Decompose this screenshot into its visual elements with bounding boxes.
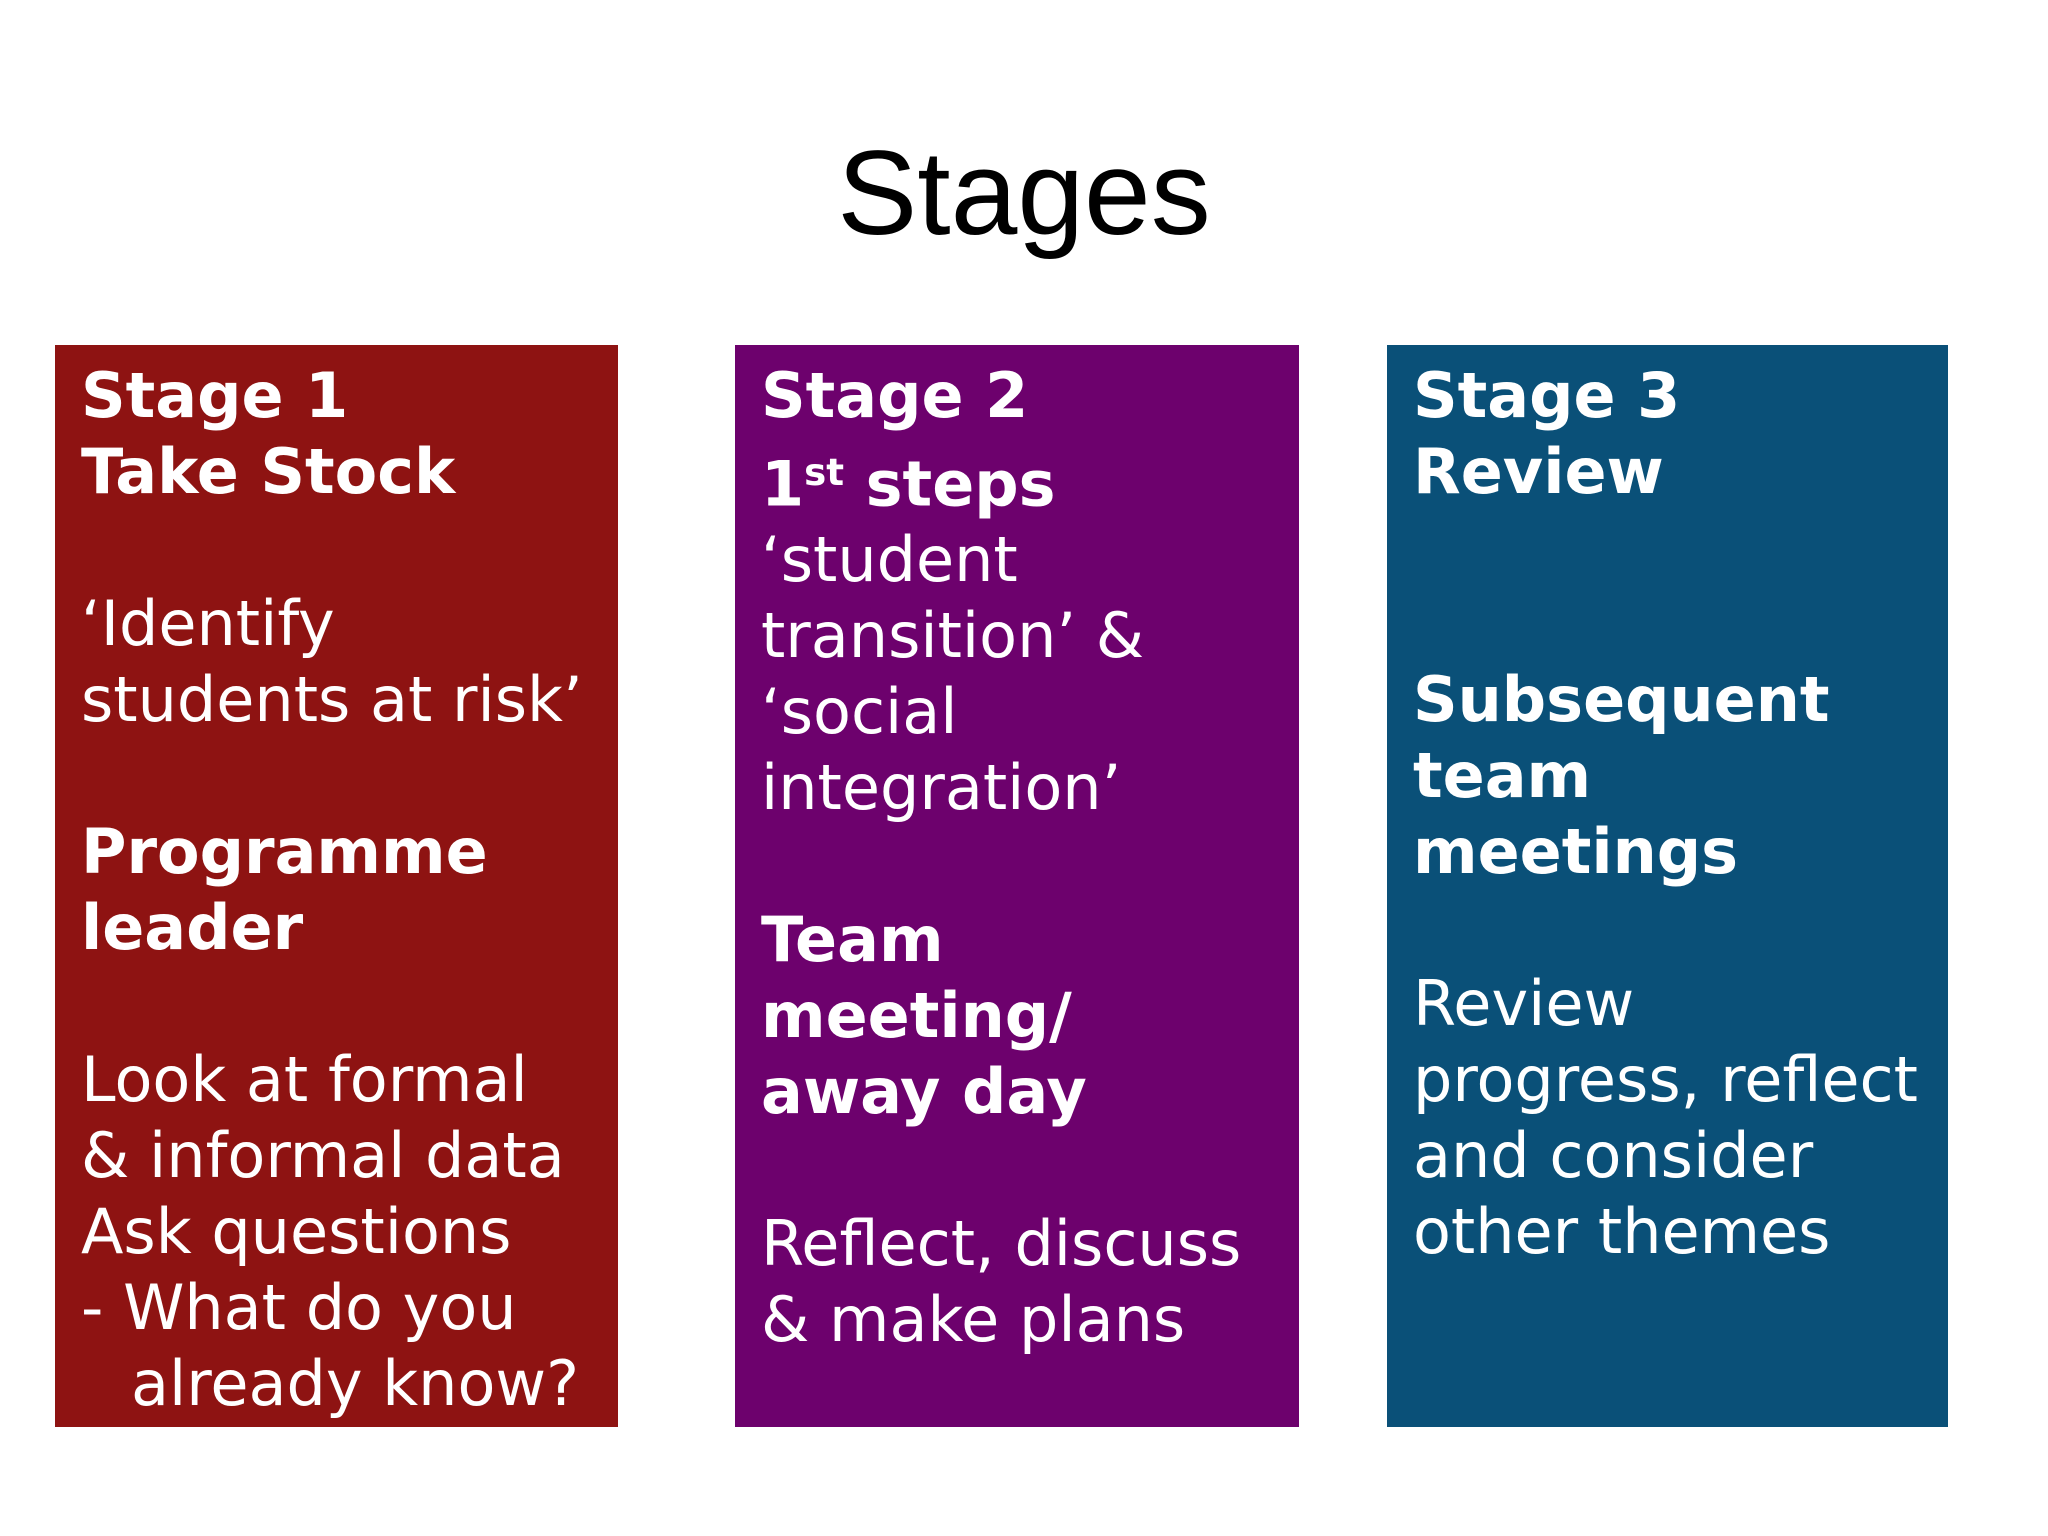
slide-title: Stages: [837, 126, 1211, 260]
text-segment: Reflect, discuss: [761, 1207, 1242, 1281]
text-segment: team: [1413, 739, 1592, 812]
text-segment: & informal data: [81, 1119, 565, 1192]
text-line: Look at formal: [81, 1042, 608, 1118]
text-segment: 1: [761, 447, 805, 521]
text-line: Programme: [81, 814, 608, 890]
text-line: meeting/: [761, 978, 1289, 1054]
text-line: and consider: [1413, 1118, 1938, 1194]
text-line: other themes: [1413, 1194, 1938, 1270]
text-segment: leader: [81, 891, 304, 964]
text-line: already know?: [81, 1346, 608, 1422]
text-line: Stage 3: [1413, 358, 1938, 434]
text-line: [1413, 586, 1938, 662]
text-segment: steps: [844, 447, 1056, 521]
text-line: ‘student: [761, 522, 1289, 598]
text-line: [81, 966, 608, 1042]
text-line: & make plans: [761, 1282, 1289, 1358]
text-line: ‘Identify: [81, 586, 608, 662]
text-segment: Ask questions: [81, 1195, 512, 1268]
text-segment: students at risk’: [81, 663, 583, 736]
text-segment: other themes: [1413, 1195, 1831, 1268]
text-line: [81, 510, 608, 586]
text-line: [1413, 510, 1938, 586]
text-segment: Team: [761, 903, 944, 977]
text-segment: Take Stock: [81, 435, 456, 508]
text-segment: integration’: [761, 751, 1122, 825]
text-segment: and consider: [1413, 1119, 1814, 1192]
text-line: integration’: [761, 750, 1289, 826]
text-segment: Programme: [81, 815, 488, 888]
text-segment: transition’ &: [761, 599, 1145, 673]
text-line: progress, reflect: [1413, 1042, 1938, 1118]
text-line: [761, 1130, 1289, 1206]
text-line: leader: [81, 890, 608, 966]
text-line: Stage 2: [761, 358, 1289, 434]
text-line: [81, 738, 608, 814]
text-segment: Stage 2: [761, 359, 1029, 432]
text-line: meetings: [1413, 814, 1938, 890]
text-line: Team: [761, 902, 1289, 978]
text-line: Reflect, discuss: [761, 1206, 1289, 1282]
text-line: Take Stock: [81, 434, 608, 510]
text-line: Review: [1413, 434, 1938, 510]
text-segment: Review: [1413, 967, 1635, 1040]
text-segment: already know?: [131, 1347, 579, 1420]
text-line: [761, 826, 1289, 902]
text-segment: & make plans: [761, 1283, 1186, 1357]
text-segment: meetings: [1413, 815, 1739, 888]
text-segment: - What do you: [81, 1271, 517, 1344]
text-line: transition’ &: [761, 598, 1289, 674]
text-line: students at risk’: [81, 662, 608, 738]
text-line: & informal data: [81, 1118, 608, 1194]
text-segment: Stage 3: [1413, 359, 1681, 432]
text-line: away day: [761, 1054, 1289, 1130]
text-line: Subsequent: [1413, 662, 1938, 738]
superscript-text: st: [804, 450, 845, 494]
text-segment: meeting/: [761, 979, 1072, 1053]
text-line: Review: [1413, 966, 1938, 1042]
text-line: Stage 1: [81, 358, 608, 434]
text-segment: ‘Identify: [81, 587, 335, 660]
text-line: team: [1413, 738, 1938, 814]
text-line: - What do you: [81, 1270, 608, 1346]
text-line: Ask questions: [81, 1194, 608, 1270]
text-line: [1413, 890, 1938, 966]
text-segment: progress, reflect: [1413, 1043, 1918, 1116]
text-segment: away day: [761, 1055, 1087, 1129]
text-segment: Review: [1413, 435, 1664, 508]
text-segment: Subsequent: [1413, 663, 1830, 736]
text-segment: ‘student: [761, 523, 1018, 597]
text-segment: Stage 1: [81, 359, 349, 432]
text-segment: Look at formal: [81, 1043, 528, 1116]
text-line: ‘social: [761, 674, 1289, 750]
text-line: 1st steps: [761, 434, 1289, 522]
text-segment: ‘social: [761, 675, 958, 749]
